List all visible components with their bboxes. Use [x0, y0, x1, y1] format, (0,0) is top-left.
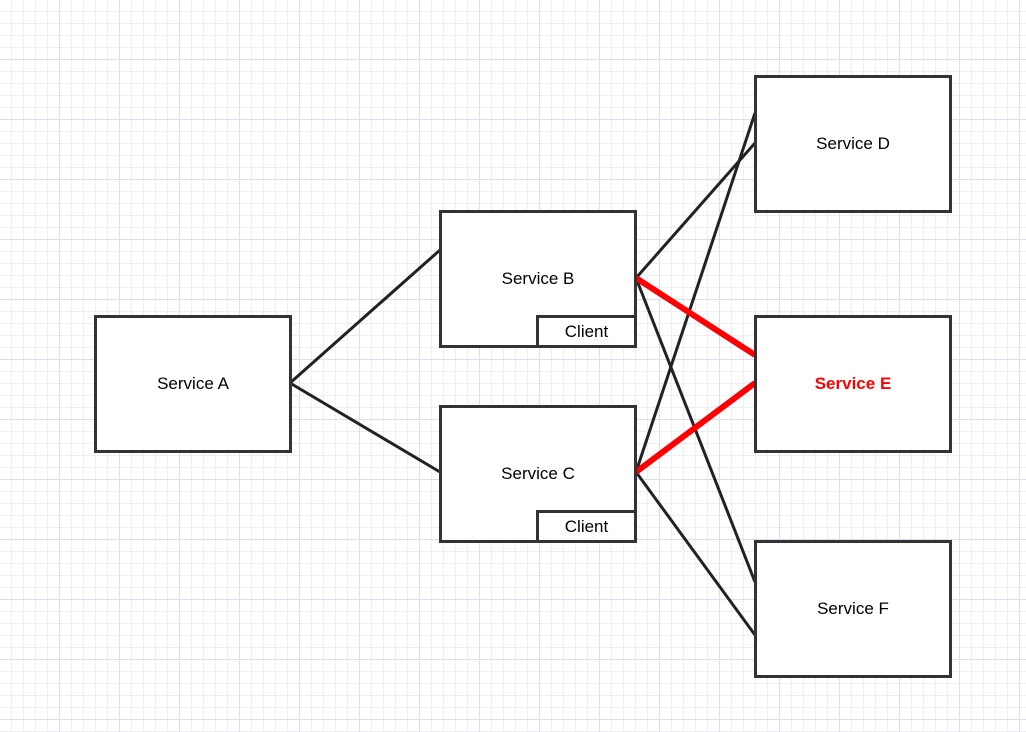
edge-a-b[interactable] — [289, 248, 441, 385]
edge-b-e[interactable] — [634, 275, 757, 358]
service-a-node[interactable]: Service A — [94, 315, 292, 453]
service-e-label: Service E — [814, 374, 892, 393]
edge-a-c[interactable] — [289, 381, 441, 474]
service-c-client-label: Client — [564, 516, 609, 536]
service-e-node[interactable]: Service E — [754, 315, 952, 453]
edge-b-d[interactable] — [634, 142, 757, 279]
service-a-label: Service A — [157, 374, 229, 393]
edge-c-f[interactable] — [634, 471, 757, 636]
service-c-label: Service C — [501, 464, 575, 483]
service-b-client-label: Client — [564, 321, 609, 341]
service-b-client-node[interactable]: Client — [536, 315, 637, 348]
edge-c-e[interactable] — [634, 380, 757, 475]
service-f-node[interactable]: Service F — [754, 540, 952, 678]
service-d-label: Service D — [816, 134, 890, 153]
edge-c-d[interactable] — [634, 112, 757, 473]
service-f-label: Service F — [817, 599, 889, 618]
service-d-node[interactable]: Service D — [754, 75, 952, 213]
service-c-client-node[interactable]: Client — [536, 510, 637, 543]
service-b-label: Service B — [501, 269, 575, 288]
